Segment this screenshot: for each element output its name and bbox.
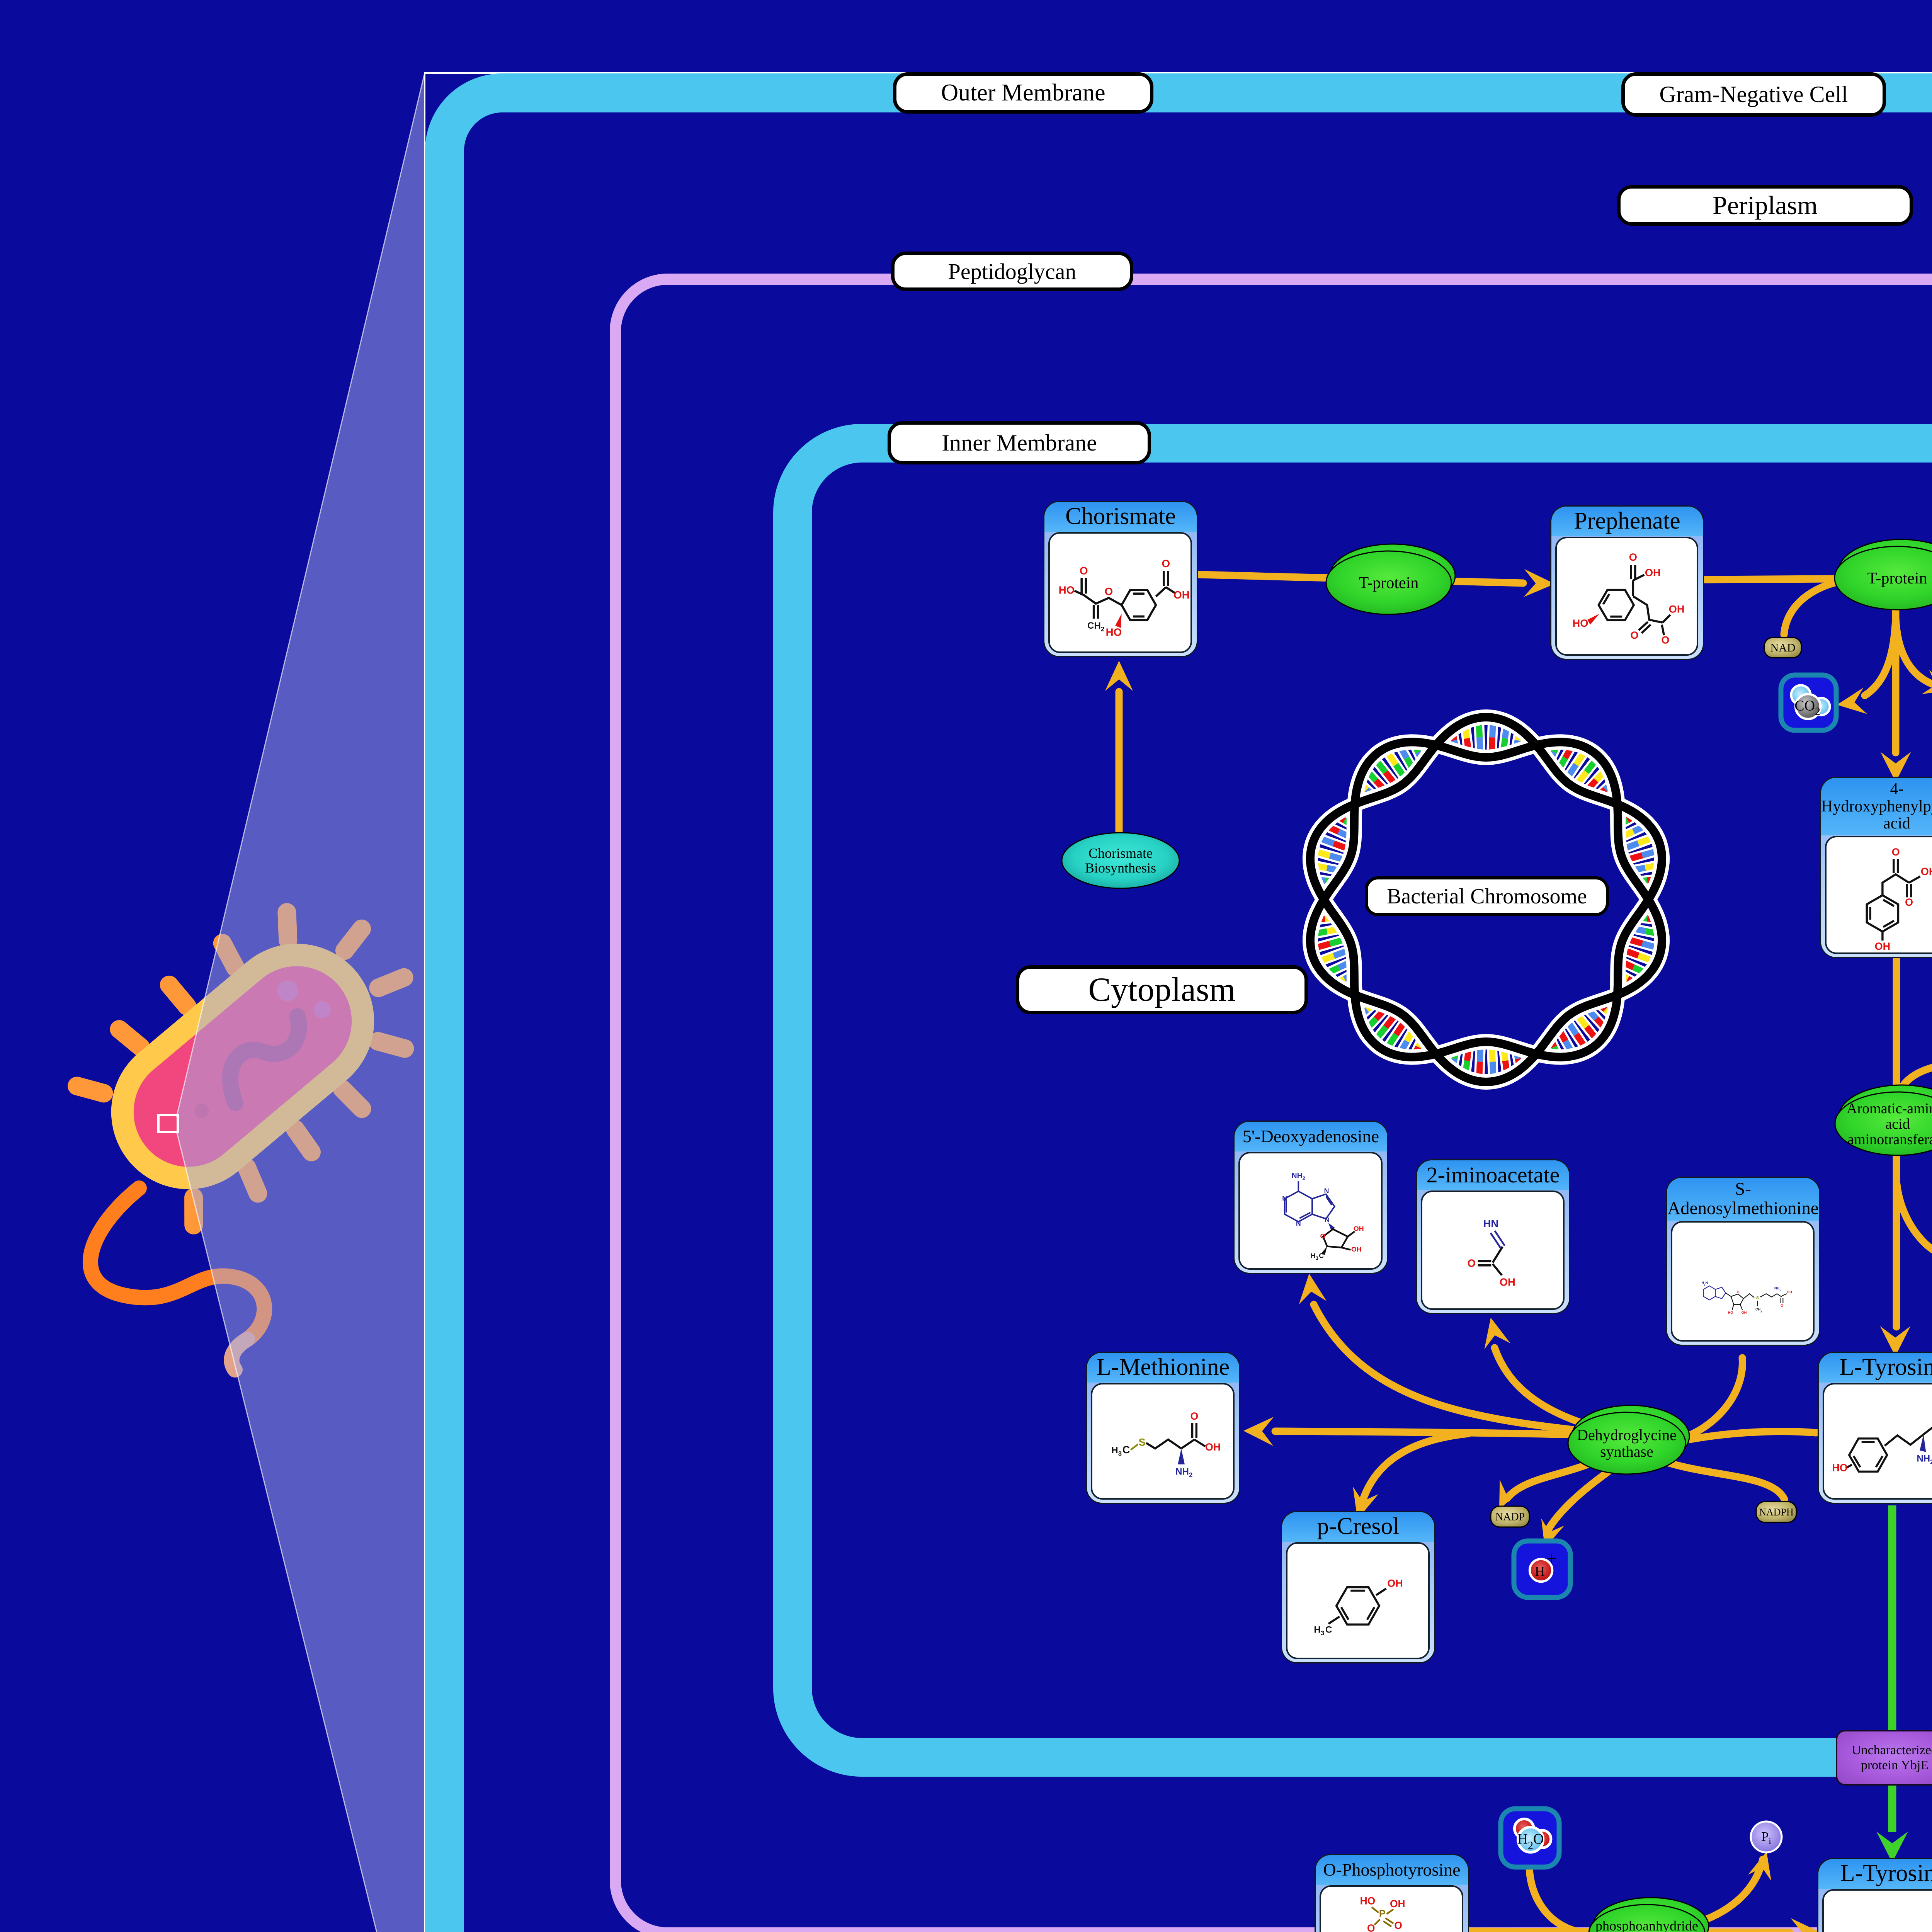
- svg-text:H2: H2: [1701, 1281, 1706, 1287]
- svg-text:H3: H3: [1311, 1252, 1318, 1261]
- svg-text:Biosynthesis: Biosynthesis: [1085, 860, 1156, 876]
- svg-text:NH2: NH2: [1292, 1172, 1305, 1181]
- svg-text:C: C: [1319, 1252, 1324, 1259]
- svg-text:OH: OH: [1500, 1276, 1515, 1288]
- svg-text:OH: OH: [1173, 589, 1190, 601]
- svg-text:OH: OH: [1669, 603, 1685, 615]
- svg-text:N: N: [1296, 1219, 1301, 1227]
- svg-text:HO: HO: [1728, 1311, 1733, 1315]
- svg-text:OH: OH: [1787, 1290, 1792, 1294]
- svg-text:N: N: [1706, 1281, 1708, 1285]
- svg-text:OH: OH: [1387, 1578, 1403, 1589]
- svg-text:CH3: CH3: [1755, 1308, 1762, 1313]
- svg-text:O: O: [1629, 551, 1637, 563]
- svg-text:NADP: NADP: [1495, 1511, 1525, 1523]
- svg-text:O: O: [1905, 896, 1913, 908]
- svg-text:O: O: [1781, 1304, 1783, 1308]
- svg-text:S: S: [1139, 1437, 1146, 1448]
- svg-text:P: P: [1379, 1908, 1385, 1919]
- svg-text:C: C: [1325, 1625, 1332, 1635]
- svg-text:NADPH: NADPH: [1759, 1507, 1794, 1518]
- svg-text:phosphoanhydride: phosphoanhydride: [1595, 1918, 1698, 1932]
- svg-text:NAD: NAD: [1770, 641, 1796, 654]
- svg-text:C: C: [1122, 1444, 1130, 1456]
- svg-text:O: O: [1105, 585, 1113, 597]
- svg-text:OH: OH: [1351, 1245, 1362, 1253]
- svg-text:CH2: CH2: [1087, 621, 1104, 633]
- svg-text:acid: acid: [1885, 1116, 1910, 1132]
- svg-text:HO: HO: [1573, 617, 1588, 629]
- svg-text:HO: HO: [1360, 1895, 1376, 1907]
- svg-text:OH: OH: [1645, 566, 1661, 578]
- svg-text:NH2: NH2: [1774, 1286, 1781, 1292]
- svg-text:N: N: [1325, 1216, 1330, 1224]
- svg-text:OH: OH: [1354, 1225, 1364, 1232]
- svg-text:O: O: [1737, 1290, 1740, 1294]
- svg-text:HO: HO: [1059, 584, 1075, 596]
- svg-text:O: O: [1320, 1232, 1325, 1240]
- svg-text:O: O: [1892, 846, 1900, 858]
- svg-text:NH2: NH2: [1917, 1454, 1932, 1466]
- svg-text:H3: H3: [1111, 1445, 1122, 1457]
- svg-text:synthase: synthase: [1600, 1443, 1653, 1460]
- svg-text:HO: HO: [1106, 626, 1122, 638]
- svg-text:O: O: [1367, 1922, 1375, 1932]
- svg-text:H: H: [1535, 1564, 1545, 1579]
- svg-text:N: N: [1282, 1194, 1287, 1202]
- svg-text:+: +: [1546, 1548, 1557, 1569]
- svg-text:T-protein: T-protein: [1867, 570, 1927, 587]
- svg-text:O: O: [1468, 1257, 1476, 1269]
- svg-text:Aromatic-amino-: Aromatic-amino-: [1847, 1100, 1932, 1117]
- svg-text:O: O: [1661, 634, 1669, 646]
- svg-text:N: N: [1324, 1187, 1329, 1194]
- svg-text:OH: OH: [1205, 1441, 1221, 1453]
- svg-text:NH2: NH2: [1175, 1466, 1192, 1478]
- svg-text:O: O: [1190, 1410, 1199, 1422]
- svg-text:H3: H3: [1314, 1625, 1324, 1637]
- svg-text:aminotransferase: aminotransferase: [1847, 1131, 1932, 1148]
- svg-text:OH: OH: [1875, 940, 1891, 952]
- svg-text:Dehydroglycine: Dehydroglycine: [1577, 1426, 1677, 1444]
- svg-text:HO: HO: [1832, 1462, 1848, 1474]
- svg-text:T-protein: T-protein: [1359, 574, 1419, 592]
- svg-text:S: S: [1756, 1296, 1759, 1300]
- svg-text:HN: HN: [1483, 1218, 1499, 1230]
- svg-text:OH: OH: [1921, 866, 1932, 878]
- svg-text:O: O: [1162, 558, 1170, 570]
- svg-text:O: O: [1630, 629, 1638, 641]
- svg-text:O: O: [1080, 565, 1088, 577]
- svg-text:O: O: [1394, 1920, 1402, 1931]
- svg-text:OH: OH: [1742, 1311, 1747, 1315]
- svg-text:Chorismate: Chorismate: [1088, 845, 1153, 861]
- svg-text:OH: OH: [1390, 1898, 1405, 1910]
